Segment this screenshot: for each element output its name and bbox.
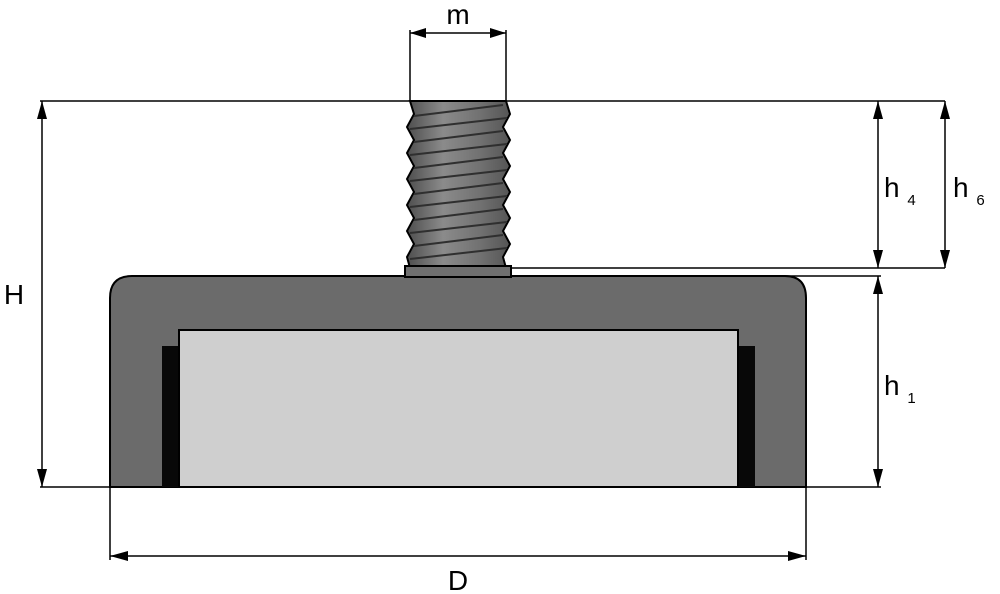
h1-top-arrow [873, 276, 883, 294]
right-gap [738, 346, 755, 487]
magnet-assembly [109, 100, 807, 488]
h-top-arrow [37, 101, 47, 119]
magnet-core [178, 329, 739, 488]
m-left-arrow [410, 28, 426, 38]
d-right-arrow [788, 551, 806, 561]
h4-label-sub: 4 [907, 192, 915, 209]
h6-label-main: h [953, 172, 969, 203]
h4-top-arrow [873, 101, 883, 119]
h6-label: h 6 [953, 172, 985, 209]
d-left-arrow [110, 551, 128, 561]
h6-label-sub: 6 [976, 192, 984, 209]
h-bottom-arrow [37, 469, 47, 487]
thread-lines [409, 104, 508, 260]
h4-label: h 4 [884, 172, 916, 209]
dimension-labels: m H D h 4 h 6 h 1 [4, 0, 985, 594]
h4-bottom-arrow [873, 250, 883, 268]
h6-top-arrow [940, 101, 950, 119]
m-right-arrow [490, 28, 506, 38]
left-gap [162, 346, 179, 487]
h-label: H [4, 279, 24, 310]
arrowheads [37, 28, 950, 561]
h1-label: h 1 [884, 370, 916, 407]
m-label: m [446, 0, 469, 30]
h1-label-sub: 1 [907, 390, 915, 407]
h6-bottom-arrow [940, 250, 950, 268]
h1-label-main: h [884, 370, 900, 401]
d-label: D [448, 565, 468, 594]
h1-bottom-arrow [873, 469, 883, 487]
threaded-stud [404, 100, 512, 278]
h4-label-main: h [884, 172, 900, 203]
thread-base [404, 265, 512, 278]
